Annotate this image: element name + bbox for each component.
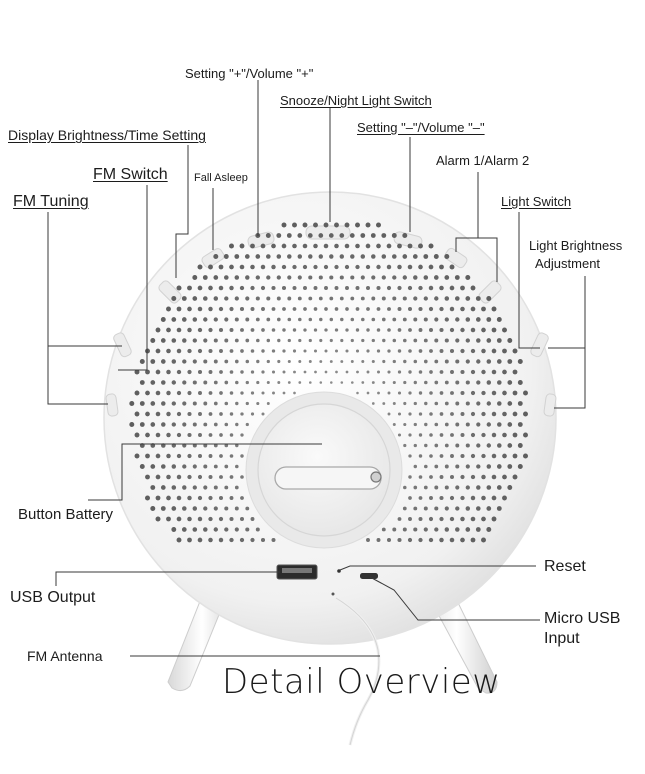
light-switch-label: Light Switch: [501, 194, 572, 209]
leader-lines: [47, 80, 586, 657]
rim-buttons: [105, 225, 557, 417]
bottom-ports: [276, 564, 378, 596]
page-title: Detail Overview: [222, 662, 501, 702]
setting-plus-label: Setting "+"/Volume "+": [185, 66, 314, 81]
usb-output-label: USB Output: [10, 589, 96, 606]
snooze-label: Snooze/Night Light Switch: [280, 93, 432, 108]
fm-tuning-label: FM Tuning: [13, 193, 89, 210]
fm-antenna-label: FM Antenna: [27, 648, 103, 664]
button-battery-label: Button Battery: [18, 506, 114, 523]
alarm-label: Alarm 1/Alarm 2: [436, 153, 530, 168]
fall-asleep-label: Fall Asleep: [194, 172, 248, 184]
display-brightness-label: Display Brightness/Time Setting: [8, 127, 206, 143]
reset-label: Reset: [544, 558, 586, 575]
light-brightness-label-line2: Adjustment: [535, 256, 601, 271]
setting-minus-label: Setting "–"/Volume "–": [357, 120, 485, 135]
light-brightness-label-line1: Light Brightness: [529, 238, 623, 253]
micro-usb-label-line1: Micro USB: [544, 610, 621, 627]
micro-usb-label-line2: Input: [544, 630, 580, 647]
fm-switch-label: FM Switch: [93, 166, 168, 183]
speaker-grille: [129, 222, 528, 543]
battery-cover: [245, 391, 403, 549]
